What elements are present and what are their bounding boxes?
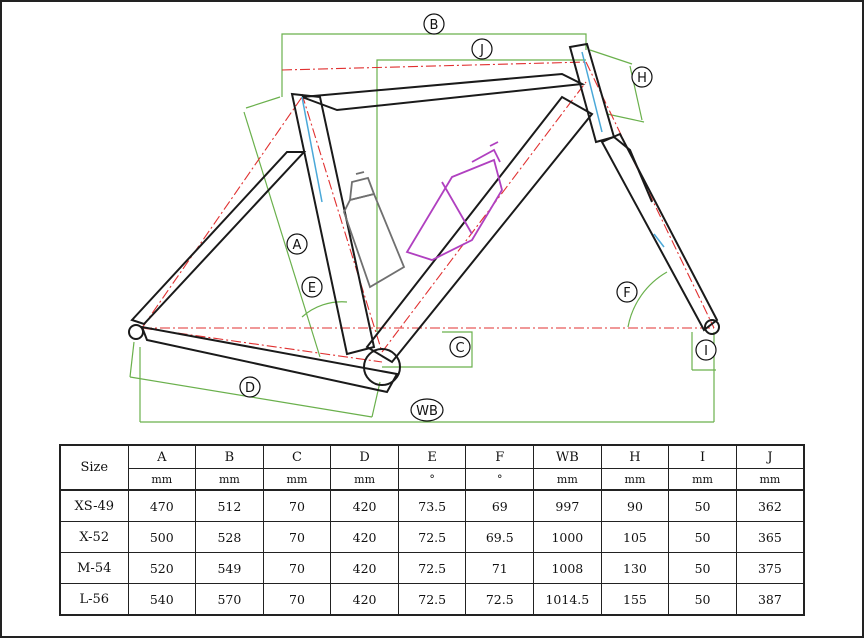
value-cell: 155 (600, 583, 670, 616)
table-row: L-56 540 570 70 420 72.5 72.5 1014.5 155… (59, 583, 805, 616)
size-cell: M-54 (59, 552, 129, 584)
label-A: A (286, 233, 308, 255)
svg-text:WB: WB (416, 404, 438, 419)
value-cell: 1000 (533, 521, 602, 553)
frame-geometry-diagram: B J H A E C D WB (128, 13, 720, 423)
label-E: E (301, 276, 323, 298)
svg-text:F: F (623, 286, 630, 301)
unit-cell: mm (735, 468, 805, 491)
bottle-gray-icon (343, 171, 406, 289)
label-B: B (423, 13, 445, 35)
col-header: E (397, 444, 467, 469)
value-cell: 512 (195, 489, 264, 522)
label-H: H (631, 66, 653, 88)
value-cell: 520 (127, 552, 197, 584)
value-cell: 70 (262, 521, 332, 553)
value-cell: 70 (262, 583, 332, 616)
col-header: F (465, 444, 535, 469)
table-row: X-52 500 528 70 420 72.5 69.5 1000 105 5… (59, 521, 805, 553)
value-cell: 420 (330, 521, 399, 553)
value-cell: 69 (465, 489, 535, 522)
svg-text:E: E (308, 281, 316, 296)
cable-ports (301, 51, 665, 248)
value-cell: 105 (600, 521, 670, 553)
value-cell: 420 (330, 489, 399, 522)
value-cell: 130 (600, 552, 670, 584)
value-cell: 69.5 (465, 521, 535, 553)
value-cell: 72.5 (397, 521, 467, 553)
value-cell: 365 (735, 521, 805, 553)
value-cell: 387 (735, 583, 805, 616)
col-header: I (668, 444, 737, 469)
svg-text:J: J (479, 43, 484, 58)
svg-text:H: H (637, 71, 647, 86)
col-header: A (127, 444, 197, 469)
table-row: XS-49 470 512 70 420 73.5 69 997 90 50 3… (59, 489, 805, 522)
value-cell: 70 (262, 489, 332, 522)
svg-text:D: D (245, 381, 255, 396)
unit-cell: mm (533, 468, 602, 491)
geometry-table: Size A B C D E F WB H I J mm mm mm mm ° … (59, 444, 805, 616)
unit-cell: mm (600, 468, 670, 491)
label-F: F (616, 281, 638, 303)
size-cell: L-56 (59, 583, 129, 616)
unit-cell: mm (262, 468, 332, 491)
size-cell: XS-49 (59, 489, 129, 522)
table-row: M-54 520 549 70 420 72.5 71 1008 130 50 … (59, 552, 805, 584)
value-cell: 362 (735, 489, 805, 522)
svg-text:I: I (704, 344, 708, 359)
value-cell: 73.5 (397, 489, 467, 522)
value-cell: 1014.5 (533, 583, 602, 616)
col-header: C (262, 444, 332, 469)
col-header: J (735, 444, 805, 469)
unit-cell: mm (195, 468, 264, 491)
label-D: D (239, 376, 261, 398)
bottle-purple-icon (405, 141, 503, 261)
value-cell: 50 (668, 583, 737, 616)
size-cell: X-52 (59, 521, 129, 553)
value-cell: 50 (668, 552, 737, 584)
value-cell: 72.5 (397, 583, 467, 616)
value-cell: 1008 (533, 552, 602, 584)
value-cell: 420 (330, 583, 399, 616)
label-I: I (695, 339, 717, 361)
col-header: B (195, 444, 264, 469)
value-cell: 72.5 (397, 552, 467, 584)
table-unit-row: mm mm mm mm ° ° mm mm mm mm (60, 468, 805, 491)
value-cell: 997 (533, 489, 602, 522)
frame-outline (128, 42, 720, 394)
label-WB: WB (410, 398, 444, 422)
col-header: D (330, 444, 399, 469)
unit-cell: mm (330, 468, 399, 491)
unit-cell: ° (397, 468, 467, 491)
value-cell: 528 (195, 521, 264, 553)
value-cell: 71 (465, 552, 535, 584)
dimension-lines (129, 33, 716, 423)
unit-cell: mm (668, 468, 737, 491)
col-header: H (600, 444, 670, 469)
svg-text:A: A (293, 238, 302, 253)
svg-text:C: C (455, 341, 464, 356)
value-cell: 375 (735, 552, 805, 584)
table-header-row: Size A B C D E F WB H I J (59, 444, 805, 491)
value-cell: 420 (330, 552, 399, 584)
value-cell: 570 (195, 583, 264, 616)
value-cell: 90 (600, 489, 670, 522)
value-cell: 500 (127, 521, 197, 553)
svg-text:B: B (430, 18, 439, 33)
value-cell: 540 (127, 583, 197, 616)
label-J: J (471, 38, 493, 60)
value-cell: 50 (668, 489, 737, 522)
unit-cell: ° (465, 468, 535, 491)
unit-cell: mm (127, 468, 197, 491)
value-cell: 70 (262, 552, 332, 584)
col-header: WB (533, 444, 602, 469)
label-C: C (449, 336, 471, 358)
value-cell: 470 (127, 489, 197, 522)
value-cell: 72.5 (465, 583, 535, 616)
value-cell: 549 (195, 552, 264, 584)
value-cell: 50 (668, 521, 737, 553)
size-header: Size (59, 444, 129, 491)
